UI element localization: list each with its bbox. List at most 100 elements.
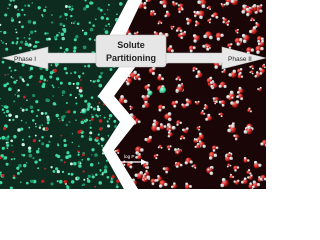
water-molecule xyxy=(259,174,266,181)
phase-one-molecule xyxy=(31,119,35,122)
phase-one-molecule xyxy=(68,81,72,86)
phase-one-molecule xyxy=(0,180,3,185)
water-molecule xyxy=(227,95,234,101)
water-molecule xyxy=(188,45,196,53)
phase-one-molecule xyxy=(62,94,64,96)
phase-one-molecule xyxy=(21,142,25,147)
phase-one-molecule xyxy=(38,139,41,142)
phase-one-molecule xyxy=(106,175,110,179)
water-molecule xyxy=(249,64,255,70)
phase-one-molecule xyxy=(63,143,67,148)
phase-one-molecule xyxy=(89,126,92,129)
water-molecule xyxy=(164,112,172,122)
water-molecule xyxy=(135,153,142,160)
phase-one-molecule xyxy=(73,161,77,166)
phase-one-molecule xyxy=(28,37,31,40)
phase-one-molecule xyxy=(55,153,59,157)
solute-molecule xyxy=(147,90,153,96)
water-molecule xyxy=(135,73,141,81)
phase-one-molecule xyxy=(109,68,113,71)
phase-one-molecule xyxy=(73,110,77,114)
phase-one-molecule xyxy=(28,149,32,153)
phase-one-molecule xyxy=(58,32,60,34)
phase-one-molecule xyxy=(46,118,51,122)
phase-one-molecule xyxy=(15,42,18,45)
phase-one-molecule xyxy=(6,82,9,86)
phase-one-molecule xyxy=(89,123,91,125)
phase-one-molecule xyxy=(28,126,31,129)
phase-one-molecule xyxy=(17,89,20,92)
phase-one-molecule xyxy=(71,5,73,7)
water-molecule xyxy=(218,81,227,89)
phase-one-molecule xyxy=(65,18,68,20)
phase-one-water-molecule xyxy=(80,79,82,81)
water-molecule xyxy=(143,169,150,176)
phase-one-molecule xyxy=(9,0,13,2)
phase-one-molecule xyxy=(18,20,21,24)
phase-one-molecule xyxy=(78,164,82,168)
log-p-arrow-head-left xyxy=(112,159,118,165)
phase-one-molecule xyxy=(78,145,80,147)
phase-one-molecule xyxy=(23,13,26,16)
phase-one-molecule xyxy=(16,171,20,175)
phase-one-molecule xyxy=(80,134,84,138)
phase-one-molecule xyxy=(7,135,10,138)
phase-one-molecule xyxy=(32,21,37,25)
phase-one-molecule xyxy=(5,42,8,45)
phase-one-molecule xyxy=(16,166,20,170)
phase-one-molecule xyxy=(73,49,77,53)
phase-one-molecule xyxy=(7,7,9,10)
phase-one-molecule xyxy=(72,82,75,85)
water-molecule xyxy=(176,148,182,154)
phase-one-molecule xyxy=(97,142,100,145)
water-molecule xyxy=(175,84,184,93)
phase-one-water-molecule xyxy=(53,69,57,73)
phase-one-molecule xyxy=(75,119,77,121)
water-molecule xyxy=(222,17,228,24)
phase-one-molecule xyxy=(91,173,94,175)
phase-one-molecule xyxy=(105,159,109,162)
phase-one-molecule xyxy=(100,71,103,75)
phase-one-molecule xyxy=(29,66,34,71)
water-molecule xyxy=(192,34,200,43)
water-molecule xyxy=(142,100,150,108)
phase-one-molecule xyxy=(119,2,123,6)
water-molecule xyxy=(237,68,243,75)
phase-one-molecule xyxy=(19,170,23,173)
water-molecule xyxy=(225,0,235,6)
water-molecule xyxy=(195,137,202,143)
water-molecule xyxy=(254,22,260,28)
phase-one-water-molecule xyxy=(82,153,85,157)
water-molecule xyxy=(157,20,163,25)
water-molecule xyxy=(206,76,213,85)
phase-one-molecule xyxy=(41,142,45,146)
phase-one-molecule xyxy=(87,102,91,107)
phase-one-molecule xyxy=(3,31,7,35)
water-molecule xyxy=(166,145,172,151)
phase-one-molecule xyxy=(12,176,16,180)
water-molecule xyxy=(141,94,150,102)
phase-one-water-molecule xyxy=(98,101,101,104)
phase-one-molecule xyxy=(56,180,59,183)
phase-one-molecule xyxy=(16,115,18,118)
phase-one-water-molecule xyxy=(44,167,47,170)
phase-one-molecule xyxy=(94,39,96,41)
phase-one-molecule xyxy=(45,143,50,148)
phase-one-molecule xyxy=(20,127,24,131)
phase-one-molecule xyxy=(25,162,28,164)
phase-one-molecule xyxy=(70,14,73,18)
phase-one-molecule xyxy=(28,135,31,138)
phase-one-molecule xyxy=(80,111,82,113)
phase-one-molecule xyxy=(82,45,87,50)
water-molecule xyxy=(118,95,128,104)
phase-one-molecule xyxy=(83,178,86,181)
phase-one-molecule xyxy=(66,151,70,155)
phase-one-molecule xyxy=(105,17,109,21)
water-molecule xyxy=(166,126,171,132)
phase-one-molecule xyxy=(13,135,17,139)
water-molecule xyxy=(194,100,200,105)
phase-one-molecule xyxy=(37,167,40,170)
phase-one-molecule xyxy=(8,66,12,69)
phase-one-molecule xyxy=(37,147,40,150)
phase-one-molecule xyxy=(75,102,78,105)
